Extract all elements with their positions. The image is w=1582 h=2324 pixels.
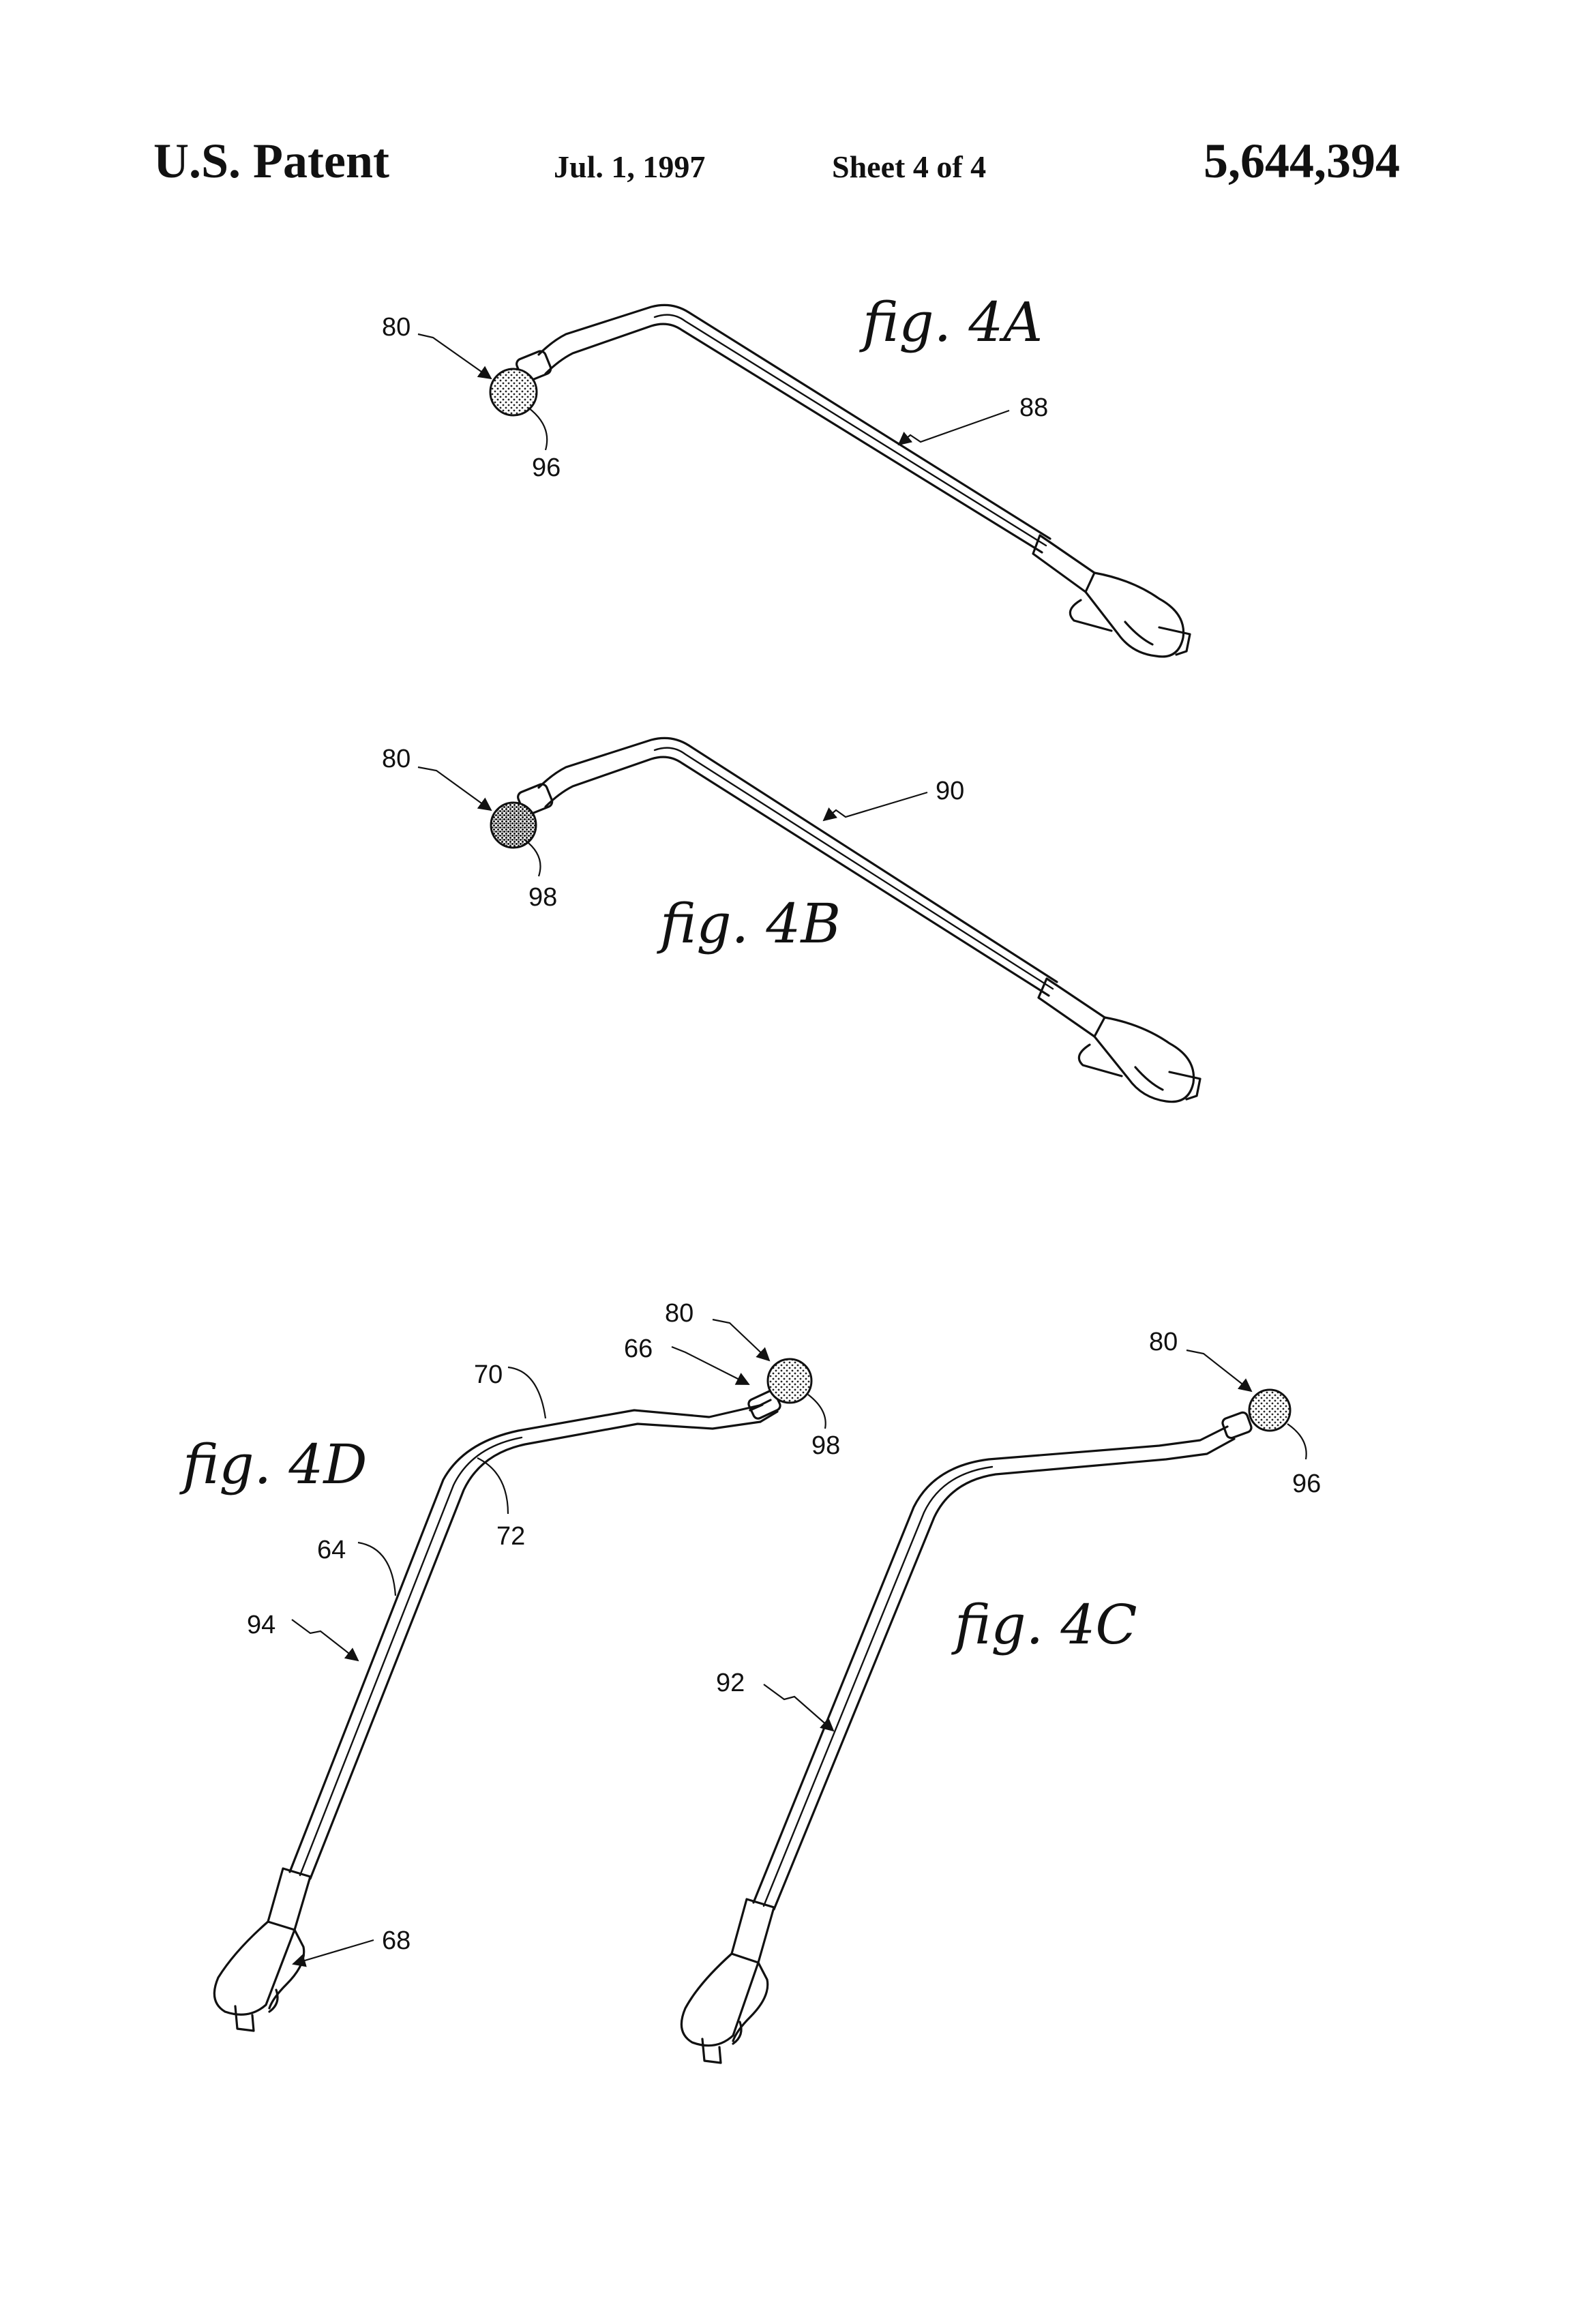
leader-80-4b xyxy=(418,767,491,810)
label-80-4a: 80 xyxy=(382,313,411,342)
leader-88 xyxy=(899,411,1009,445)
figure-4c: 80 96 92 fig. 4C xyxy=(681,1328,1321,2063)
label-90: 90 xyxy=(936,777,964,805)
rod-4a xyxy=(515,305,1190,657)
leader-90 xyxy=(824,792,927,820)
label-80-4d: 80 xyxy=(665,1299,693,1328)
caption-fig-4d: fig. 4D xyxy=(179,1433,367,1496)
label-72: 72 xyxy=(496,1522,525,1551)
leader-96-4a xyxy=(528,408,547,450)
leader-92 xyxy=(764,1684,833,1731)
label-96-4a: 96 xyxy=(532,453,561,482)
leader-98-4b xyxy=(525,840,541,876)
rod-4b xyxy=(516,738,1200,1101)
label-96-4c: 96 xyxy=(1292,1470,1321,1498)
label-66: 66 xyxy=(624,1335,653,1363)
caption-fig-4b: fig. 4B xyxy=(657,892,841,955)
ball-tip-4c xyxy=(1249,1390,1290,1431)
leader-64 xyxy=(358,1543,395,1596)
leader-70 xyxy=(508,1367,546,1418)
leader-80-4a xyxy=(418,334,491,378)
leader-96-4c xyxy=(1287,1424,1307,1459)
label-88: 88 xyxy=(1019,393,1048,422)
label-70: 70 xyxy=(474,1360,503,1389)
caption-fig-4a: fig. 4A xyxy=(859,290,1043,354)
label-80-4b: 80 xyxy=(382,745,411,773)
label-98-4b: 98 xyxy=(528,883,557,912)
figure-4b: 80 98 90 fig. 4B xyxy=(382,738,1200,1101)
label-98-4d: 98 xyxy=(811,1431,840,1460)
ball-tip-4d xyxy=(768,1359,811,1403)
figure-4a: 80 96 88 fig. 4A xyxy=(382,290,1190,657)
label-80-4c: 80 xyxy=(1149,1328,1178,1356)
rod-4c xyxy=(681,1411,1253,2063)
label-92: 92 xyxy=(716,1669,745,1697)
leader-80-4c xyxy=(1186,1350,1251,1391)
label-68: 68 xyxy=(382,1926,411,1955)
caption-fig-4c: fig. 4C xyxy=(951,1593,1137,1656)
leader-66 xyxy=(672,1347,749,1384)
label-94: 94 xyxy=(247,1611,275,1639)
label-64: 64 xyxy=(317,1536,346,1564)
leader-98-4d xyxy=(808,1395,826,1429)
leader-80-4d xyxy=(713,1320,769,1360)
leader-94 xyxy=(292,1620,358,1660)
leader-68 xyxy=(293,1940,374,1964)
ball-tip-4b xyxy=(491,803,536,848)
